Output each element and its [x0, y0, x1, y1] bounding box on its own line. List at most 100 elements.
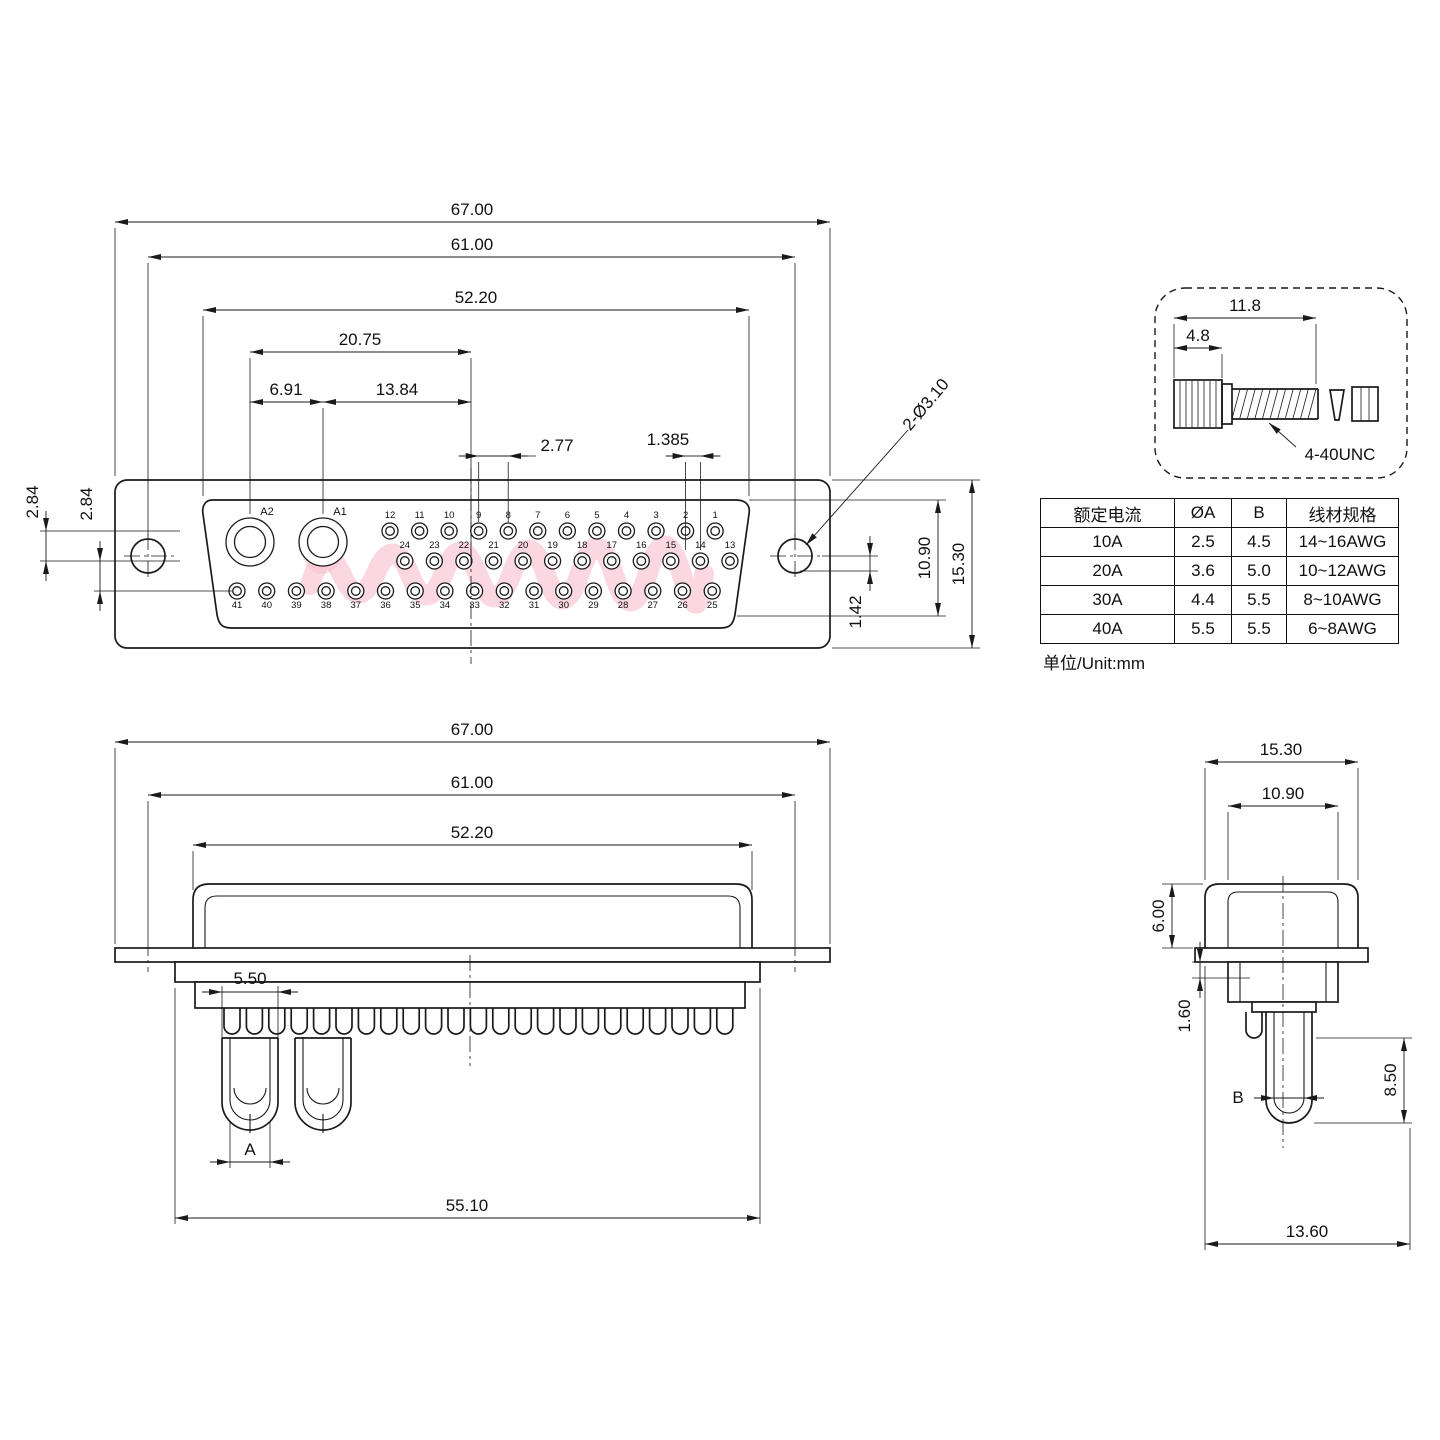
- pin-number: 5: [594, 510, 599, 521]
- solder-cup: [626, 1008, 645, 1035]
- pin-number: 1: [713, 510, 718, 521]
- pin-number: 10: [444, 510, 455, 521]
- dim-label: 11.8: [1229, 296, 1261, 315]
- spec-cell: 3.6: [1174, 556, 1232, 586]
- pin-number: 30: [558, 600, 569, 611]
- pin-number: 12: [385, 510, 396, 521]
- table-header-row: 额定电流 ØA B 线材规格: [1040, 498, 1399, 528]
- spec-cell: 6~8AWG: [1286, 614, 1399, 644]
- dim-label: 15.30: [949, 543, 968, 586]
- dim-label: 6.91: [269, 380, 302, 399]
- spec-cell: 10A: [1040, 527, 1175, 557]
- dim-label: 52.20: [455, 288, 498, 307]
- solder-cup: [559, 1008, 577, 1035]
- side-shell-outer: [1204, 883, 1359, 948]
- dim-label: 2.84: [23, 485, 42, 518]
- spec-cell: 5.0: [1231, 556, 1287, 586]
- solder-cup: [491, 1008, 510, 1035]
- pin-number: 13: [725, 540, 736, 551]
- detail-border: [1154, 287, 1408, 479]
- spec-cell: 5.5: [1174, 614, 1232, 644]
- dim-label: 10.90: [1262, 784, 1305, 803]
- solder-cup: [581, 1008, 600, 1035]
- pin-number: 20: [518, 540, 529, 551]
- pin-number: 41: [232, 600, 243, 611]
- dim-label: 10.90: [915, 537, 934, 580]
- pin-number: 21: [488, 540, 499, 551]
- pin-number: A2: [260, 506, 273, 518]
- flange: [114, 947, 831, 963]
- spec-cell: 14~16AWG: [1286, 527, 1399, 557]
- solder-cup: [469, 1008, 488, 1035]
- solder-cup: [267, 1008, 286, 1035]
- spec-header: B: [1231, 498, 1287, 528]
- solder-cup: [402, 1008, 421, 1035]
- pin-number: A1: [333, 506, 346, 518]
- dim-label: 6.00: [1149, 899, 1168, 932]
- pin-number: 3: [653, 510, 658, 521]
- dim-label: 8.50: [1381, 1063, 1400, 1096]
- solder-cup: [223, 1008, 241, 1035]
- solder-cup: [603, 1008, 622, 1035]
- solder-cup: [648, 1008, 667, 1035]
- solder-cup: [447, 1008, 465, 1035]
- pin-number: 23: [429, 540, 440, 551]
- spec-cell: 5.5: [1231, 614, 1287, 644]
- side-view: [1194, 883, 1369, 1124]
- solder-cup: [693, 1008, 712, 1035]
- pin-number: 26: [677, 600, 688, 611]
- dim-label: 67.00: [451, 200, 494, 219]
- dim-label: 1.42: [846, 595, 865, 628]
- dim-label: 5.50: [233, 969, 266, 988]
- solder-cup: [424, 1008, 443, 1035]
- shell-side-outer: [192, 883, 753, 948]
- spec-cell: 2.5: [1174, 527, 1232, 557]
- solder-cup: [357, 1008, 376, 1035]
- spec-header: 额定电流: [1040, 498, 1175, 528]
- solder-cup: [379, 1008, 398, 1035]
- pin-number: 7: [535, 510, 540, 521]
- cup-tab-profile: [1245, 1012, 1263, 1039]
- pin-number: 38: [321, 600, 332, 611]
- dim-label: 2.84: [77, 487, 96, 520]
- spec-header: 线材规格: [1286, 498, 1399, 528]
- spec-cell: 20A: [1040, 556, 1175, 586]
- pin-number: 17: [606, 540, 617, 551]
- pin-number: 25: [707, 600, 718, 611]
- table-row: 20A 3.6 5.0 10~12AWG: [1040, 556, 1399, 586]
- spec-cell: 4.4: [1174, 585, 1232, 615]
- pin-number: 29: [588, 600, 599, 611]
- dim-label: 13.60: [1286, 1222, 1329, 1241]
- pin-number: 19: [547, 540, 558, 551]
- cup-outer-profile: [1265, 1012, 1313, 1124]
- pin-number: 36: [380, 600, 391, 611]
- dim-label: 20.75: [339, 330, 382, 349]
- table-row: 10A 2.5 4.5 14~16AWG: [1040, 527, 1399, 557]
- pin-number: 32: [499, 600, 510, 611]
- dim-label: A: [244, 1140, 256, 1159]
- wire-barrel-2: [294, 1037, 352, 1133]
- pin-number: 33: [469, 600, 480, 611]
- side-step: [1251, 1001, 1317, 1013]
- nut-part: [1351, 386, 1379, 422]
- pin-number: 28: [618, 600, 629, 611]
- wire-barrel-1: [221, 1037, 279, 1133]
- solder-cup: [671, 1008, 689, 1035]
- dim-label: 2-Ø3.10: [899, 375, 953, 434]
- pin-number: 22: [459, 540, 470, 551]
- pin-number: 40: [261, 600, 272, 611]
- spec-header: ØA: [1174, 498, 1232, 528]
- pin-number: 39: [291, 600, 302, 611]
- side-flange: [1194, 947, 1369, 963]
- solder-cup: [290, 1008, 309, 1035]
- dim-label: 2.77: [540, 436, 573, 455]
- pin-number: 4: [624, 510, 629, 521]
- pin-number: 18: [577, 540, 588, 551]
- pin-number: 6: [565, 510, 570, 521]
- solder-cup: [536, 1008, 555, 1035]
- dim-label: 52.20: [451, 823, 494, 842]
